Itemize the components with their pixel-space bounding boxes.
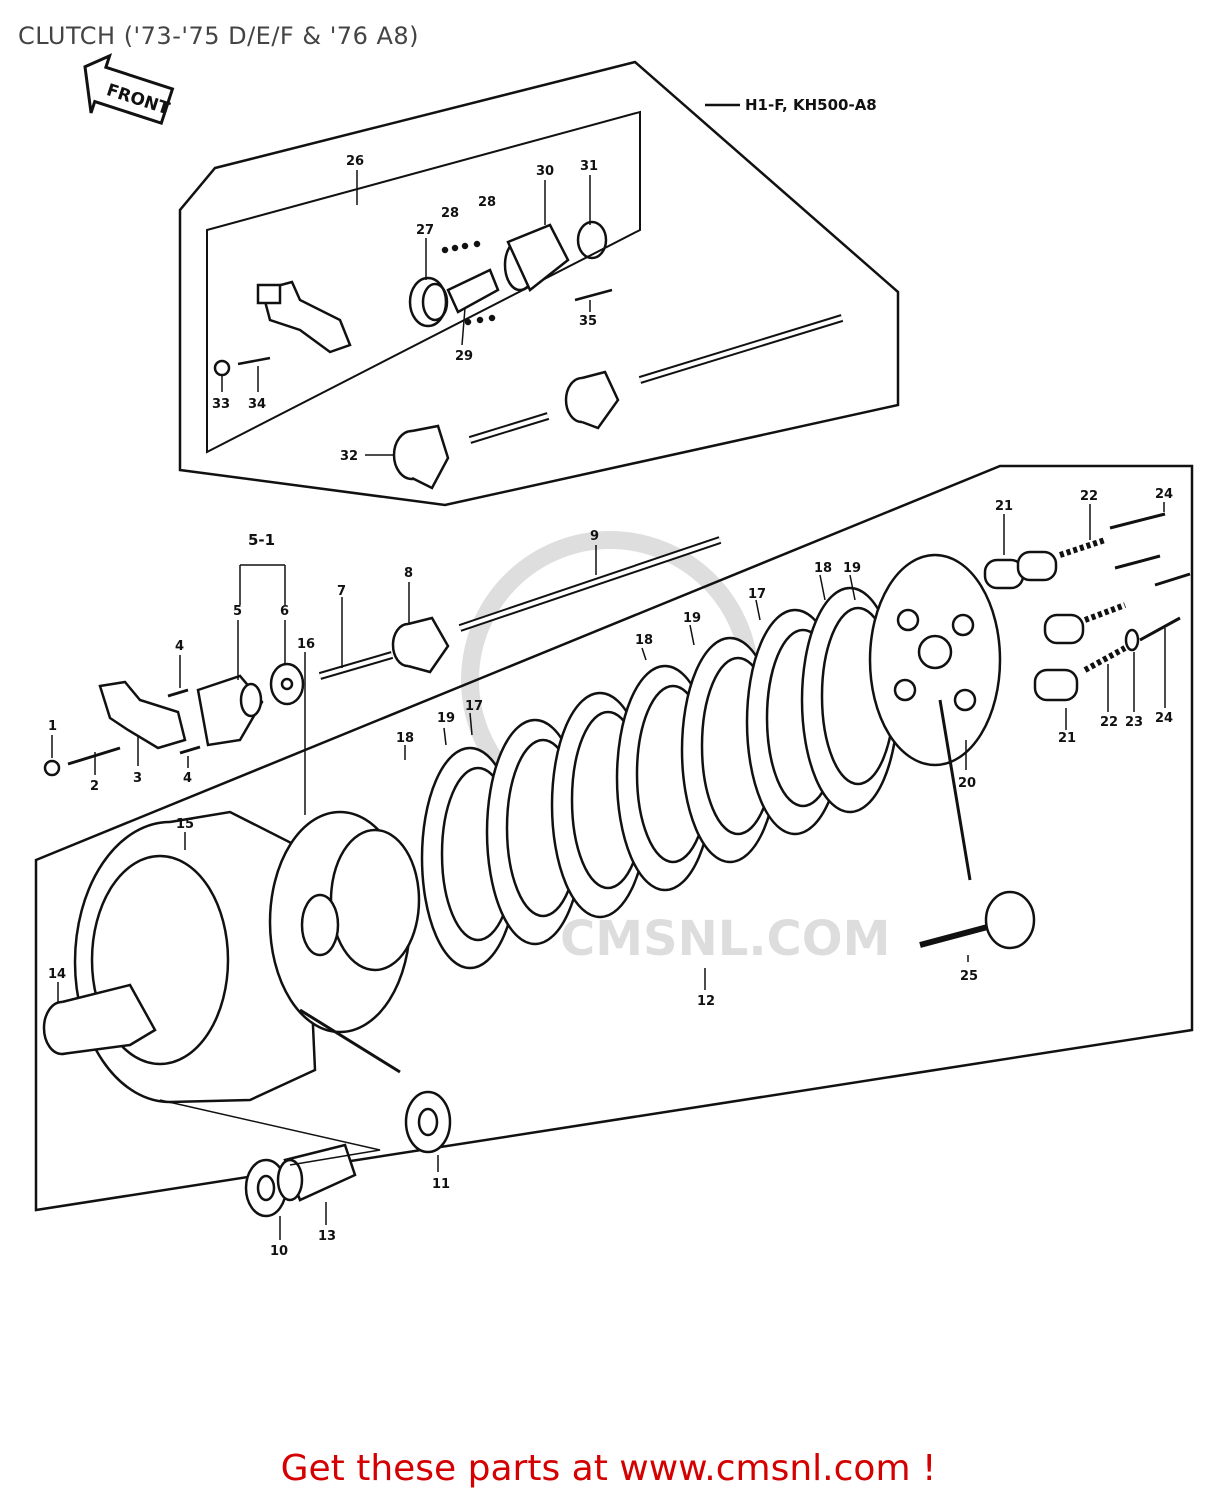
part-label-15: 15 — [176, 817, 194, 832]
part-label-1: 1 — [48, 719, 57, 734]
part-label-12: 12 — [697, 994, 715, 1009]
watermark-text: CMSNL.COM — [560, 911, 890, 967]
part-label-18c: 18 — [814, 561, 832, 576]
part-label-21b: 21 — [1058, 731, 1076, 746]
part-label-29: 29 — [455, 349, 473, 364]
part-label-8: 8 — [404, 566, 413, 581]
part-label-10: 10 — [270, 1244, 288, 1259]
part-label-25: 25 — [960, 969, 978, 984]
part-label-5: 5 — [233, 604, 242, 619]
clutch-exploded-diagram: CMSNL.COM FRONT H1-F, KH500-A8 — [34, 53, 1194, 1259]
part-label-16: 16 — [297, 637, 315, 652]
part-label-19c: 19 — [843, 561, 861, 576]
part-label-9: 9 — [590, 529, 599, 544]
part-label-33: 33 — [212, 397, 230, 412]
part-label-13: 13 — [318, 1229, 336, 1244]
part-label-4a: 4 — [175, 639, 184, 654]
front-arrow-icon: FRONT — [83, 53, 175, 126]
part-label-31: 31 — [580, 159, 598, 174]
page-title: CLUTCH ('73-'75 D/E/F & '76 A8) — [18, 22, 420, 50]
part-label-19a: 19 — [437, 711, 455, 726]
part-label-20: 20 — [958, 776, 976, 791]
part-label-18b: 18 — [635, 633, 653, 648]
part-label-3: 3 — [133, 771, 142, 786]
part-label-17b: 17 — [748, 587, 766, 602]
part-label-18a: 18 — [396, 731, 414, 746]
part-label-35: 35 — [579, 314, 597, 329]
part-label-7: 7 — [337, 584, 346, 599]
part-label-30: 30 — [536, 164, 554, 179]
upper-leaders — [221, 170, 591, 456]
clutch-parts — [42, 512, 1191, 1218]
part-label-17a: 17 — [465, 699, 483, 714]
part-label-22a: 22 — [1080, 489, 1098, 504]
part-label-23: 23 — [1125, 715, 1143, 730]
part-label-26: 26 — [346, 154, 364, 169]
release-mechanism-parts — [213, 220, 844, 490]
upper-box-label: H1-F, KH500-A8 — [745, 96, 877, 114]
part-label-28b: 28 — [478, 195, 496, 210]
part-label-2: 2 — [90, 779, 99, 794]
part-label-4b: 4 — [183, 771, 192, 786]
part-label-28a: 28 — [441, 206, 459, 221]
part-label-19b: 19 — [683, 611, 701, 626]
part-label-5-1: 5-1 — [248, 531, 275, 549]
lower-assembly-box — [34, 464, 1194, 1212]
part-label-32: 32 — [340, 449, 358, 464]
lower-leaders — [51, 502, 1166, 1240]
part-label-21a: 21 — [995, 499, 1013, 514]
part-label-34: 34 — [248, 397, 266, 412]
part-label-24b: 24 — [1155, 711, 1173, 726]
part-label-24a: 24 — [1155, 487, 1173, 502]
upper-assembly-box — [178, 60, 900, 507]
part-label-6: 6 — [280, 604, 289, 619]
get-parts-link[interactable]: Get these parts at www.cmsnl.com ! — [280, 1448, 937, 1489]
part-label-14: 14 — [48, 967, 66, 982]
part-label-27: 27 — [416, 223, 434, 238]
part-label-11: 11 — [432, 1177, 450, 1192]
part-number-labels: 26 27 28 28 29 30 31 35 33 34 32 1 2 3 4… — [48, 154, 1173, 1259]
part-label-22b: 22 — [1100, 715, 1118, 730]
